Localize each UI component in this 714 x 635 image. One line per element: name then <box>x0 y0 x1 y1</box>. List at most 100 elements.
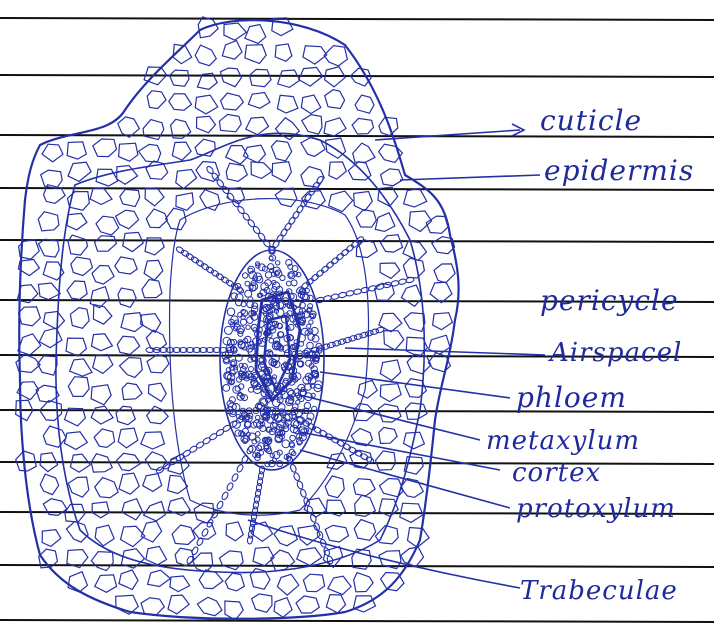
phloem-cell <box>246 325 250 329</box>
tissue-cell <box>355 95 374 113</box>
trabecula-bead <box>296 204 305 213</box>
tissue-cell <box>68 235 88 255</box>
tissue-cell <box>146 209 167 228</box>
trabecula-bead <box>315 269 324 278</box>
tissue-cell <box>42 530 61 547</box>
trabecula-bead <box>310 273 319 282</box>
trabecula-bead <box>338 338 347 345</box>
tissue-cell <box>118 117 140 137</box>
phloem-cell <box>240 319 246 325</box>
tissue-cell <box>38 283 60 300</box>
trabecula-bead <box>346 290 355 297</box>
tissue-cell <box>271 141 291 161</box>
ruled-line <box>0 188 714 190</box>
phloem-cell <box>309 320 313 324</box>
tissue-cell <box>354 192 373 211</box>
tissue-cell <box>145 188 164 206</box>
tissue-cell <box>170 70 189 86</box>
tissue-cell <box>96 216 119 235</box>
tissue-cell <box>251 162 272 179</box>
tissue-cell <box>91 385 111 405</box>
tissue-cell <box>274 526 297 546</box>
phloem-cell <box>280 275 285 280</box>
tissue-cell <box>122 499 143 520</box>
tissue-cell <box>92 266 114 285</box>
trabecula-bead <box>247 536 253 545</box>
tissue-cell <box>147 355 169 373</box>
label-pericycle: pericycle <box>540 284 679 317</box>
trabecula-bead <box>296 480 304 489</box>
tissue-cell <box>141 521 161 542</box>
tissue-cell <box>252 594 272 612</box>
trabecula-bead <box>216 500 224 509</box>
trabecula-bead <box>325 261 334 270</box>
tissue-cell <box>119 473 139 494</box>
tissue-cell <box>375 213 395 232</box>
trabecula-bead <box>293 472 301 481</box>
trabecula-bead <box>211 509 219 518</box>
tissue-cell <box>358 380 377 398</box>
tissue-cell <box>147 91 166 109</box>
tissue-cell <box>403 258 424 278</box>
phloem-cell <box>307 324 311 328</box>
phloem-cell <box>290 435 296 441</box>
trabecula-bead <box>359 331 368 338</box>
tissue-cell <box>245 25 266 44</box>
tissue-cell <box>92 502 109 518</box>
tissue-cell <box>95 525 114 546</box>
tissue-cell <box>226 163 247 181</box>
tissue-cell <box>225 573 244 591</box>
tissue-cell <box>329 162 346 179</box>
tissue-cell <box>44 312 65 330</box>
phloem-pointer <box>320 372 510 398</box>
tissue-cell <box>221 93 244 110</box>
trabecula-bead <box>288 216 297 225</box>
tissue-cell <box>143 120 164 140</box>
tissue-cell <box>148 570 171 586</box>
tissue-cell <box>303 574 324 592</box>
tissue-cell <box>275 188 297 207</box>
ruled-line <box>0 75 714 77</box>
trabecula-bead <box>316 175 325 184</box>
tissue-cell <box>91 406 113 424</box>
tissue-cell <box>42 144 63 162</box>
ruled-line <box>0 620 714 622</box>
tissue-cell <box>121 313 143 332</box>
tissue-cell <box>353 143 375 162</box>
ruled-line <box>0 18 714 20</box>
trabecula-bead <box>313 522 321 531</box>
tissue-cell <box>384 331 404 350</box>
tissue-cell <box>356 210 376 228</box>
phloem-cell <box>307 342 314 349</box>
tissue-cell <box>430 282 452 303</box>
tissue-cell <box>95 478 119 498</box>
tissue-cell <box>325 90 345 109</box>
tissue-cell <box>297 548 322 566</box>
trabecula-bead <box>353 288 362 295</box>
trabecula-bead <box>310 346 319 353</box>
trabecula-bead <box>175 246 184 255</box>
tissue-cell <box>381 235 403 252</box>
tissue-cell <box>324 46 347 66</box>
tissue-cell <box>141 432 165 449</box>
tissue-cell <box>70 308 89 329</box>
tissue-cell <box>145 452 168 471</box>
tissue-cell <box>116 210 139 229</box>
tissue-cell <box>381 169 403 186</box>
tissue-cell <box>40 474 58 495</box>
trabecula-bead <box>338 292 347 299</box>
tissue-cell <box>94 429 115 448</box>
trabecula-bead <box>284 222 293 231</box>
tissue-cell <box>172 525 195 545</box>
tissue-cell <box>67 281 87 300</box>
phloem-cell <box>299 342 304 347</box>
tissue-cell <box>39 328 62 348</box>
tissue-cell <box>219 114 241 131</box>
tissue-cell <box>301 95 320 114</box>
tissue-cell <box>296 596 319 613</box>
tissue-cell <box>144 260 163 280</box>
tissue-cell <box>64 432 87 450</box>
tissue-cell <box>144 501 166 521</box>
tissue-cell <box>118 288 136 307</box>
label-trabeculae: Trabeculae <box>520 576 678 606</box>
